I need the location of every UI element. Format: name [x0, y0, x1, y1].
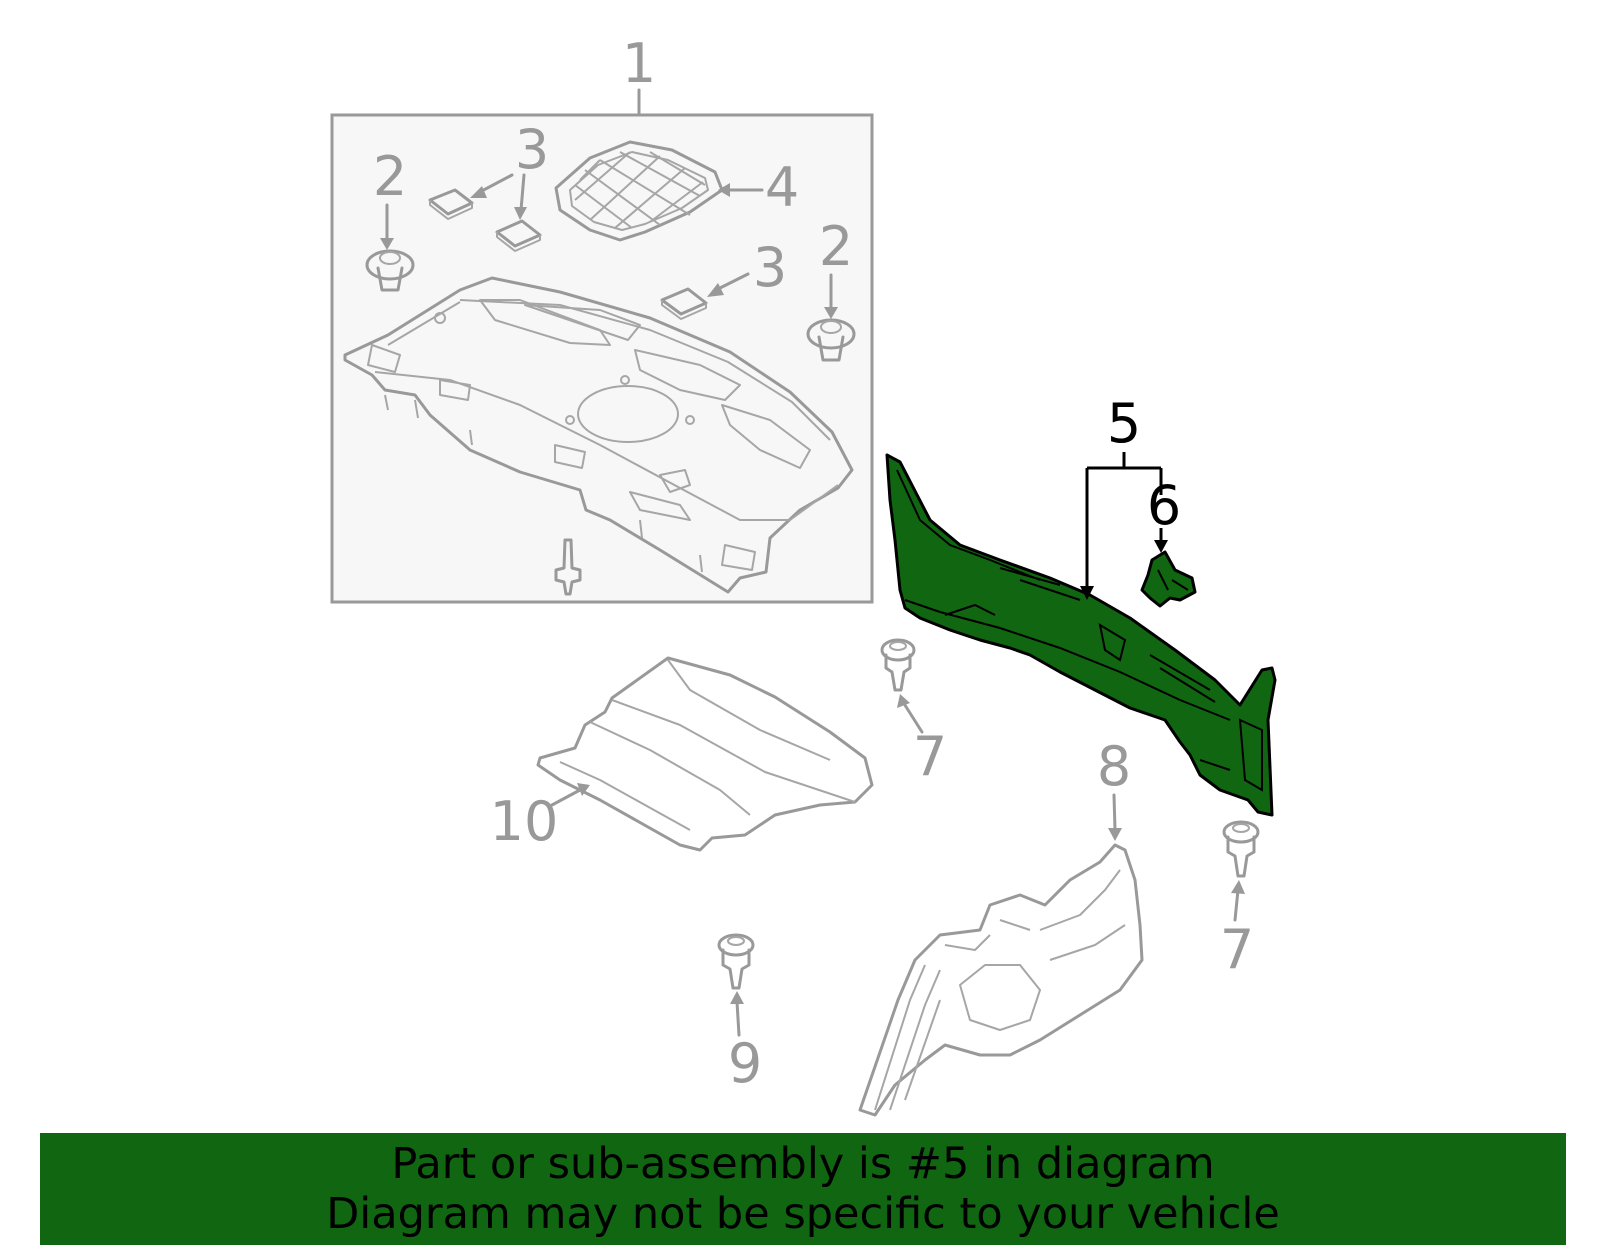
callout-6: 6 [1147, 474, 1181, 537]
leader-5-bracket [1085, 452, 1163, 590]
callout-10: 10 [490, 790, 559, 853]
arrowhead-3-c [707, 283, 724, 297]
screw-7-left [880, 638, 916, 692]
banner-line-2: Diagram may not be specific to your vehi… [326, 1189, 1280, 1239]
clip-2-left [365, 249, 415, 292]
leader-7-left [901, 700, 924, 734]
info-banner: Part or sub-assembly is #5 in diagram Di… [40, 1133, 1566, 1245]
pad-3-b [495, 219, 542, 252]
callout-5: 5 [1107, 392, 1141, 455]
callout-4: 4 [765, 156, 799, 219]
screw-7-right [1222, 820, 1260, 878]
callout-3-right: 3 [753, 236, 787, 299]
arrowhead-6 [1154, 540, 1168, 553]
pad-3-a [428, 188, 474, 220]
arrowhead-2-right [824, 307, 838, 319]
side-trim-8 [858, 843, 1144, 1117]
callout-2-left: 2 [373, 145, 407, 208]
clip-6 [1140, 550, 1197, 608]
leader-10 [550, 788, 582, 807]
leader-8 [1112, 793, 1117, 832]
callout-1: 1 [622, 32, 656, 95]
cargo-cover-10 [536, 656, 874, 852]
callout-9: 9 [728, 1032, 762, 1095]
arrowhead-5 [1080, 586, 1094, 600]
arrowhead-3-b [514, 207, 527, 220]
arrowhead-8 [1108, 828, 1122, 841]
clip-2-right [806, 318, 856, 362]
arrowhead-7-right [1231, 880, 1245, 894]
speaker-grille-4 [554, 140, 724, 242]
arrowhead-10 [577, 783, 590, 796]
arrowhead-3-a [470, 186, 487, 198]
arrowhead-7-left [897, 694, 910, 708]
callout-8: 8 [1097, 735, 1131, 798]
package-tray [343, 276, 854, 594]
arrowhead-4 [718, 183, 730, 197]
screw-9 [717, 933, 755, 990]
push-pin-fastener [554, 538, 582, 596]
leader-3-c [714, 272, 750, 292]
leader-7-right [1233, 888, 1240, 922]
callout-3-top: 3 [515, 118, 549, 181]
callout-2-right: 2 [819, 215, 853, 278]
arrowhead-2-left [380, 238, 394, 250]
leader-3-b [519, 173, 526, 212]
arrowhead-9 [730, 991, 744, 1004]
pad-3-c [660, 287, 708, 320]
callout-7-left: 7 [913, 725, 947, 788]
banner-line-1: Part or sub-assembly is #5 in diagram [391, 1139, 1215, 1189]
callout-7-right: 7 [1220, 918, 1254, 981]
leader-9 [735, 1000, 741, 1037]
